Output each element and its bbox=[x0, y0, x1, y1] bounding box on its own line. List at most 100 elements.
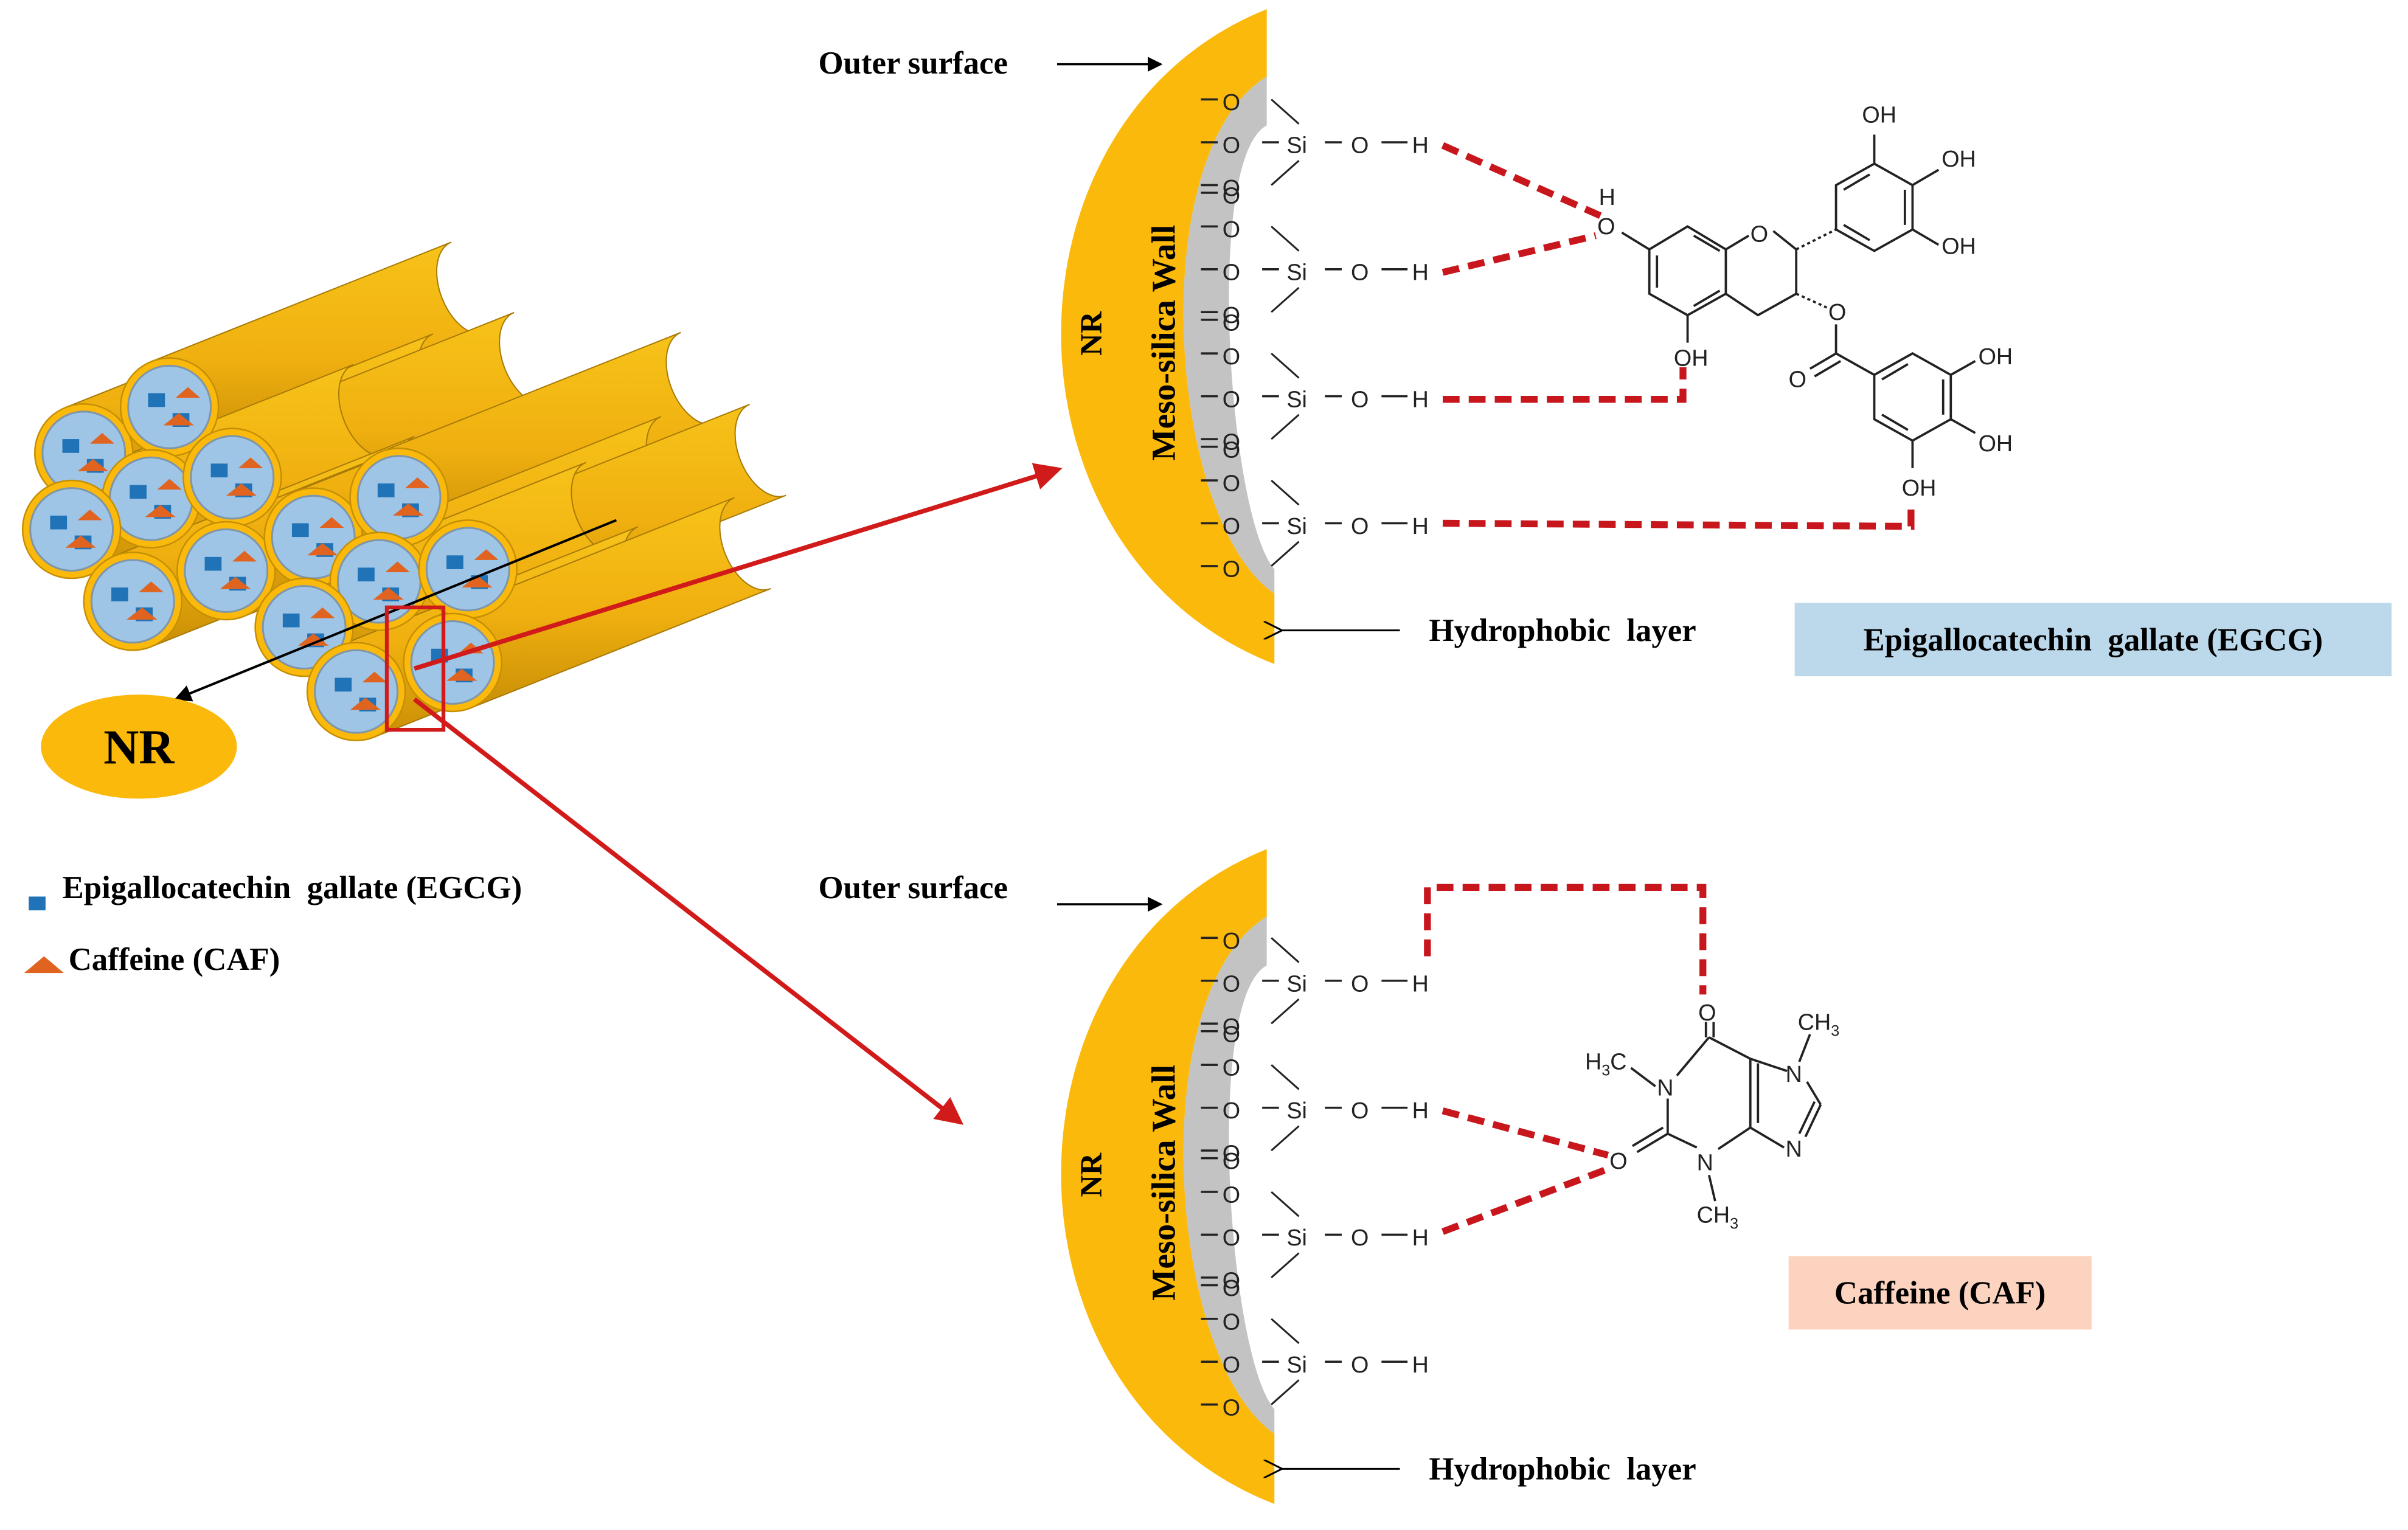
outer-surface-label-top: Outer surface bbox=[818, 46, 1008, 81]
si-o-lower-bond bbox=[1271, 286, 1300, 313]
si-o-upper-bond bbox=[1271, 479, 1300, 506]
oxygen-atom: O bbox=[1223, 471, 1240, 496]
caf-marker bbox=[145, 505, 176, 518]
hydroxyl-hydrogen: H bbox=[1412, 1098, 1429, 1123]
egcg-box-label: Epigallocatechin gallate (EGCG) bbox=[1863, 622, 2323, 657]
oxygen-atom: O bbox=[1223, 1021, 1240, 1047]
zoom-arrow-top bbox=[414, 463, 1063, 671]
hydroxyl-oxygen: O bbox=[1351, 1352, 1369, 1377]
oxygen-atom: O bbox=[1223, 1225, 1240, 1250]
oxygen-atom: O bbox=[1223, 344, 1240, 369]
caf-h3c: H3C bbox=[1585, 1049, 1627, 1079]
egcg-marker bbox=[62, 439, 80, 453]
egcg-marker bbox=[148, 393, 165, 407]
hydroxyl-oxygen: O bbox=[1351, 513, 1369, 539]
caf-marker bbox=[175, 387, 201, 398]
egcg-box bbox=[1794, 603, 2392, 677]
zoom-selection-box bbox=[384, 605, 446, 732]
caf-marker bbox=[319, 517, 344, 528]
egcg-phenol-hydrogen: H bbox=[1599, 184, 1615, 210]
oxygen-atom: O bbox=[1223, 1352, 1240, 1377]
oxygen-atom: O bbox=[1223, 133, 1240, 158]
silicon-atom: Si bbox=[1286, 971, 1307, 996]
si-o-lower-bond bbox=[1271, 1252, 1300, 1278]
silicon-atom: Si bbox=[1286, 259, 1307, 285]
hydroxyl-oxygen: O bbox=[1351, 971, 1369, 996]
caf-legend-marker bbox=[24, 956, 64, 974]
pore-face-13 bbox=[314, 649, 399, 734]
caf-marker bbox=[307, 543, 338, 556]
si-o-lower-bond bbox=[1271, 160, 1300, 186]
caf-marker bbox=[393, 503, 424, 516]
oxygen-atom: O bbox=[1223, 310, 1240, 335]
pore-face-4 bbox=[190, 435, 275, 520]
egcg-d-oh-2: OH bbox=[1979, 431, 2013, 456]
egcg-marker bbox=[210, 463, 228, 477]
silicon-atom: Si bbox=[1286, 1098, 1307, 1123]
hydrogen-bonds-bottom bbox=[1424, 884, 1707, 1235]
pore-face-6 bbox=[90, 559, 175, 644]
caf-marker bbox=[310, 607, 335, 618]
caf-marker bbox=[65, 535, 96, 548]
oxygen-atom: O bbox=[1223, 928, 1240, 954]
hydroxyl-oxygen: O bbox=[1351, 1098, 1369, 1123]
hydroxyl-hydrogen: H bbox=[1412, 1225, 1429, 1250]
silicon-atom: Si bbox=[1286, 513, 1307, 539]
si-o-upper-bond bbox=[1271, 937, 1300, 963]
egcg-marker bbox=[291, 523, 309, 538]
egcg-legend-label: Epigallocatechin gallate (EGCG) bbox=[63, 870, 522, 905]
pore-face-3 bbox=[109, 456, 193, 541]
pore-face-12 bbox=[262, 585, 347, 670]
egcg-marker bbox=[377, 483, 395, 497]
zoom-arrow-bottom bbox=[412, 697, 964, 1125]
hydroxyl-oxygen: O bbox=[1351, 386, 1369, 412]
egcg-marker bbox=[204, 556, 222, 571]
egcg-b-oh-2: OH bbox=[1941, 146, 1976, 171]
nr-label-bottom: NR bbox=[1074, 1152, 1108, 1197]
h-bond-caf-3 bbox=[1441, 1165, 1609, 1235]
egcg-phenol-oxygen: O bbox=[1597, 213, 1615, 239]
egcg-marker bbox=[335, 677, 352, 692]
h-bond-caf-2 bbox=[1442, 1107, 1609, 1159]
outer-surface-label-bottom: Outer surface bbox=[818, 870, 1008, 905]
caf-marker bbox=[385, 561, 410, 572]
egcg-marker bbox=[282, 613, 300, 628]
caf-marker bbox=[226, 483, 257, 496]
egcg-ester-oxygen: O bbox=[1828, 299, 1846, 325]
oxygen-atom: O bbox=[1223, 1275, 1240, 1301]
oxygen-atom: O bbox=[1223, 1014, 1240, 1039]
egcg-legend-marker bbox=[29, 896, 46, 911]
wall-label-top: Meso-silica Wall bbox=[1145, 225, 1182, 461]
egcg-5-oh: OH bbox=[1674, 345, 1709, 370]
egcg-carbonyl-oxygen: O bbox=[1789, 367, 1806, 392]
caf-n9: N bbox=[1786, 1136, 1802, 1161]
oxygen-atom: O bbox=[1223, 259, 1240, 285]
oxygen-atom: O bbox=[1223, 1394, 1240, 1420]
hydroxyl-hydrogen: H bbox=[1412, 259, 1429, 285]
hydroxyl-hydrogen: H bbox=[1412, 971, 1429, 996]
caf-marker bbox=[220, 576, 251, 589]
si-o-lower-bond bbox=[1271, 414, 1300, 440]
si-o-lower-bond bbox=[1271, 1125, 1300, 1152]
caf-marker bbox=[157, 479, 182, 490]
nr-ellipse-label: NR bbox=[41, 694, 237, 799]
caf-marker bbox=[232, 550, 257, 562]
oxygen-atom: O bbox=[1223, 1098, 1240, 1123]
hydroxyl-hydrogen: H bbox=[1412, 513, 1429, 539]
si-o-upper-bond bbox=[1271, 1064, 1300, 1090]
egcg-marker bbox=[130, 485, 147, 499]
caf-marker bbox=[362, 671, 387, 683]
nanorod-body-14 bbox=[434, 497, 771, 709]
oxygen-atom: O bbox=[1223, 386, 1240, 412]
egcg-d-oh-3: OH bbox=[1902, 475, 1937, 500]
si-o-lower-bond bbox=[1271, 1379, 1300, 1405]
caf-marker bbox=[77, 459, 109, 471]
oxygen-atom: O bbox=[1223, 175, 1240, 201]
caf-o2: O bbox=[1609, 1148, 1627, 1174]
caf-marker bbox=[89, 433, 115, 444]
